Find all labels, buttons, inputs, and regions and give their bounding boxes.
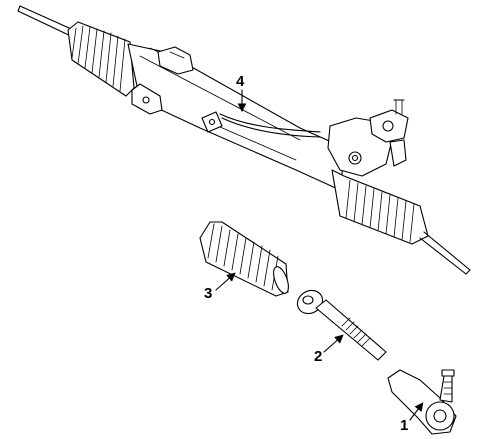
left-tie-rod-shaft [17,5,79,39]
callout-label-2: 2 [314,348,322,365]
tie-rod-end [387,369,457,435]
boot [199,221,289,297]
left-bellows-boot [67,21,135,97]
pinion-valve-housing [327,99,409,177]
rack-housing [127,43,346,191]
callout-label-4: 4 [236,73,245,90]
right-tie-rod-shaft [419,231,471,275]
callout-label-3: 3 [204,285,212,302]
inner-tie-rod [296,289,387,361]
steering-gear-assembly [17,5,471,275]
callout-2: 2 [314,334,344,365]
callout-3: 3 [204,272,236,302]
callout-4: 4 [236,73,247,113]
right-bellows-boot [331,169,429,245]
callout-1: 1 [400,402,424,434]
callout-label-1: 1 [400,417,408,434]
